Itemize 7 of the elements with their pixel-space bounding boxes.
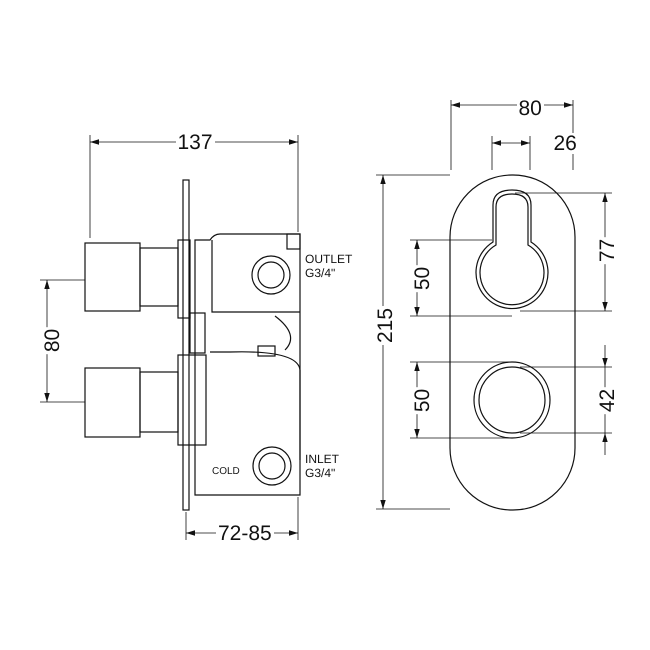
dimension-value: 72-85: [216, 522, 274, 544]
dimension-value: 137: [176, 132, 215, 152]
dimension-value: 26: [552, 132, 579, 154]
part-label: COLD: [210, 467, 242, 477]
dimension-value: 80: [516, 98, 544, 118]
port-label: INLET G3/4": [305, 452, 340, 480]
port-label: OUTLET G3/4": [305, 252, 354, 280]
